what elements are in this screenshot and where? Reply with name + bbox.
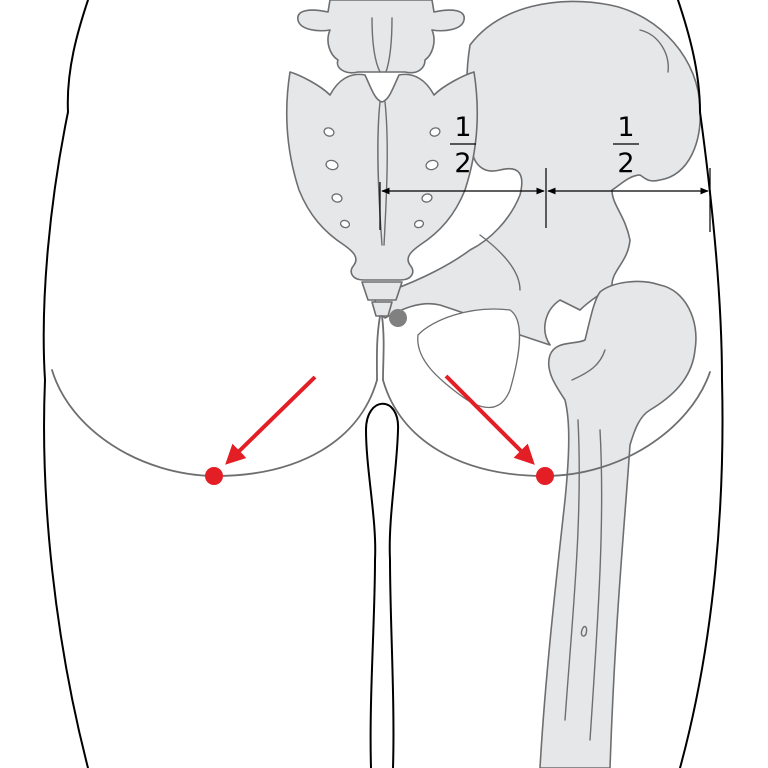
right-fraction-numerator: 1 xyxy=(617,112,634,143)
left-fraction-label: 1 2 xyxy=(450,112,476,179)
left-acupoint-dot xyxy=(205,467,223,485)
sacrum-bone xyxy=(285,71,479,317)
left-fraction-numerator: 1 xyxy=(454,112,471,143)
right-fraction-denominator: 2 xyxy=(617,148,634,179)
coccyx-landmark-dot xyxy=(389,309,407,327)
right-arrow xyxy=(444,374,535,465)
left-fraction-denominator: 2 xyxy=(454,148,471,179)
left-arrow xyxy=(225,375,317,465)
femur-bone xyxy=(539,280,697,768)
right-acupoint-dot xyxy=(536,467,554,485)
body-outline xyxy=(42,0,724,768)
lumbar-vertebra xyxy=(297,0,465,74)
measurement-lines xyxy=(379,168,711,232)
right-fraction-label: 1 2 xyxy=(613,112,639,179)
